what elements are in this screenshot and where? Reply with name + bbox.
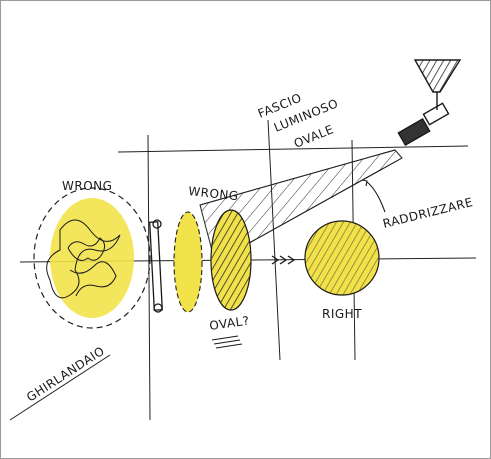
right-label: RIGHT bbox=[322, 307, 362, 321]
oval-underline bbox=[212, 336, 242, 348]
picture-frame-edge bbox=[150, 220, 163, 312]
fascio-label-3: OVALE bbox=[292, 122, 336, 151]
raddrizzare-label: RADDRIZZARE bbox=[381, 195, 474, 231]
ghirlandaio-label: GHIRLANDAIO bbox=[24, 344, 107, 405]
raddrizzare-arrow bbox=[362, 180, 385, 212]
right-spot bbox=[305, 221, 379, 295]
top-guide-line bbox=[118, 146, 468, 152]
oval-spot bbox=[211, 210, 251, 310]
vertical-guide-mid bbox=[268, 120, 280, 360]
wrong-left-label: WRONG bbox=[62, 179, 112, 193]
wrong-mid-ellipse bbox=[174, 212, 202, 312]
vertical-guide-left bbox=[148, 135, 150, 420]
oval-label: OVAL? bbox=[208, 313, 250, 332]
ghirlandaio-underline bbox=[10, 355, 110, 420]
wrong-mid-label: WRONG bbox=[188, 184, 240, 203]
wrong-left-spot bbox=[34, 188, 150, 328]
spotlight-icon bbox=[398, 60, 460, 145]
